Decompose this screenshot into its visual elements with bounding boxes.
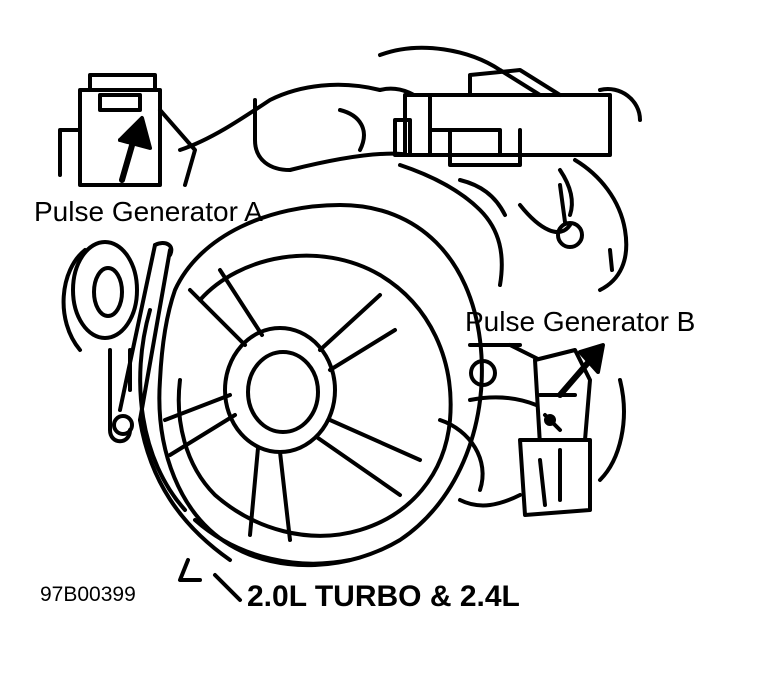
engine-upper-body bbox=[178, 45, 629, 292]
sensor-bracket-top bbox=[393, 68, 642, 249]
label-pulse-generator-b: Pulse Generator B bbox=[465, 306, 696, 337]
label-pulse-generator-a: Pulse Generator A bbox=[34, 196, 263, 227]
idler-pulley bbox=[61, 240, 174, 444]
arrow-pulse-generator-a bbox=[118, 116, 152, 183]
cam-sprocket-wheel bbox=[138, 203, 484, 602]
figure-id: 97B00399 bbox=[40, 583, 136, 606]
arrow-pulse-generator-b bbox=[557, 343, 605, 398]
diagram-caption: 2.0L TURBO & 2.4L bbox=[247, 580, 520, 613]
